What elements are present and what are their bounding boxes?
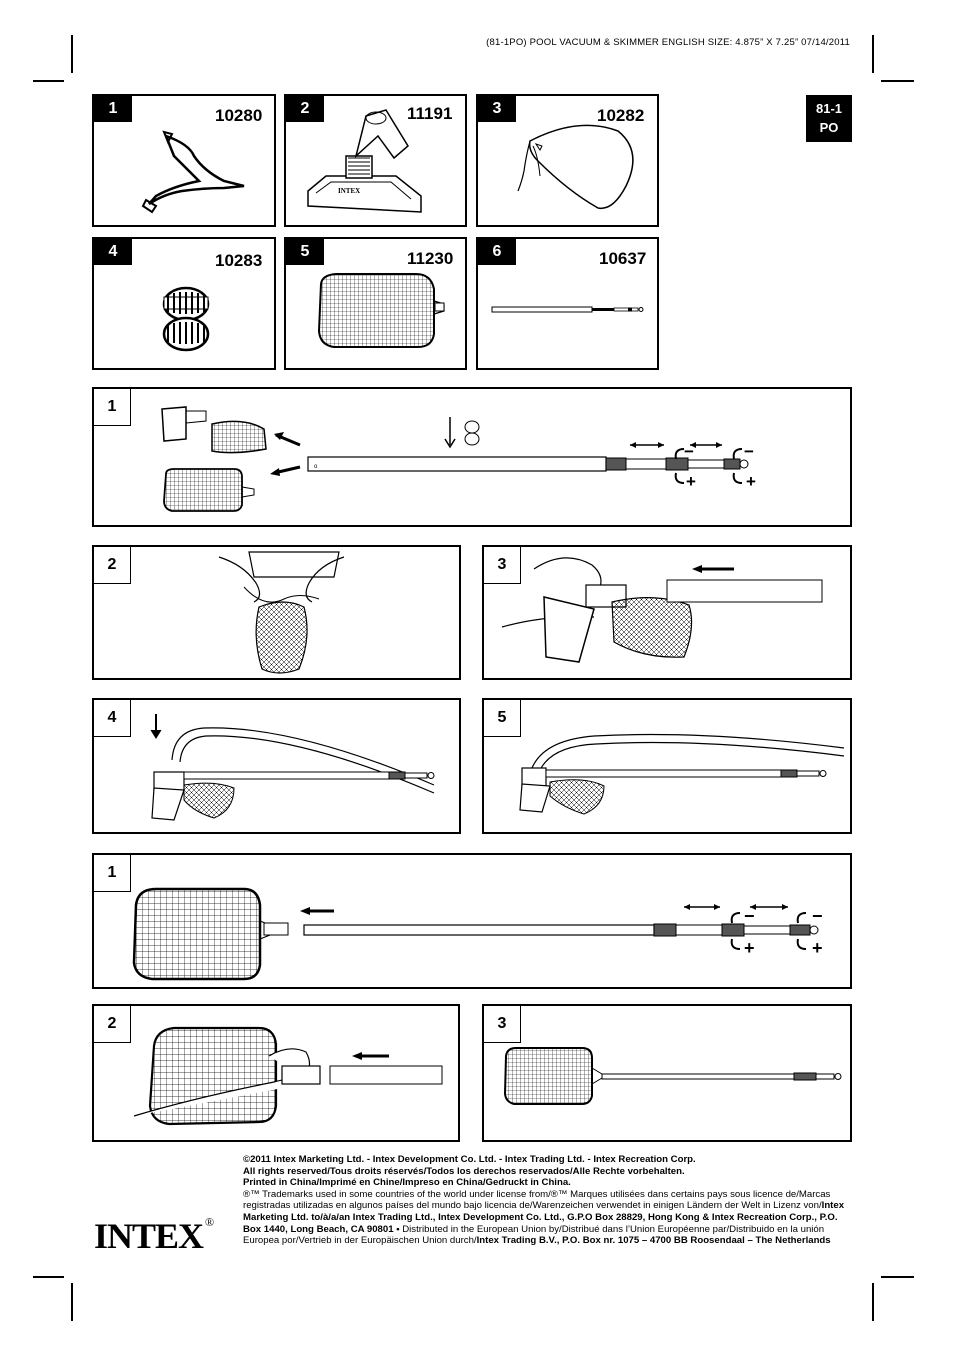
- step-number: 2: [94, 547, 131, 584]
- crop-mark: [881, 80, 914, 82]
- part-number: 2: [286, 96, 324, 122]
- crop-mark: [33, 1276, 64, 1278]
- print-header: (81-1PO) POOL VACUUM & SKIMMER ENGLISH S…: [486, 37, 850, 48]
- part-box: 1 10280: [92, 94, 276, 227]
- pole-insert-diagram: [501, 557, 823, 663]
- vacuum-head-drawing: INTEX: [307, 109, 422, 213]
- part-code: 10637: [599, 249, 647, 268]
- crop-mark: [71, 1283, 73, 1321]
- step-number: 5: [484, 700, 521, 737]
- skimmer-assembly-diagram: − + − +: [132, 887, 823, 981]
- hose-adapter-drawing: [141, 130, 245, 214]
- step-number: 1: [94, 389, 131, 426]
- skimmer-step-panel: 1 − + − +: [92, 853, 852, 989]
- intex-logo: INTEX®: [94, 1215, 214, 1256]
- vacuum-step-panel: 3: [482, 545, 852, 680]
- page-code-line: PO: [819, 120, 839, 135]
- skimmer-net-drawing: [317, 273, 445, 348]
- part-code: 11230: [407, 249, 454, 268]
- step-number: 2: [94, 1006, 131, 1043]
- part-code: 10282: [597, 106, 645, 125]
- svg-text:INTEX: INTEX: [338, 187, 360, 195]
- part-number: 3: [478, 96, 516, 122]
- plus-symbol: +: [744, 938, 755, 958]
- assembled-skimmer-diagram: [503, 1047, 842, 1105]
- vacuum-step-panel: 4: [92, 698, 461, 834]
- svg-text:o: o: [314, 464, 318, 470]
- copyright-line: ©2011 Intex Marketing Ltd. - Intex Devel…: [243, 1154, 696, 1165]
- part-number: 4: [94, 239, 132, 265]
- crop-mark: [33, 80, 64, 82]
- bag-attach-diagram: [218, 551, 345, 674]
- part-code: 11191: [407, 104, 453, 123]
- part-code: 10280: [215, 106, 263, 125]
- minus-symbol: −: [812, 906, 823, 926]
- plus-symbol: +: [746, 472, 756, 491]
- legal-footer: ©2011 Intex Marketing Ltd. - Intex Devel…: [243, 1154, 853, 1247]
- page-code-badge: 81-1 PO: [806, 95, 852, 142]
- vacuum-step-panel: 5: [482, 698, 852, 834]
- vacuum-step-panel: 2: [92, 545, 461, 680]
- step-number: 3: [484, 547, 521, 584]
- part-box: 6 10637: [476, 237, 659, 370]
- rights-line: All rights reserved/Tous droits réservés…: [243, 1165, 685, 1177]
- vacuum-assembly-diagram: o − + − +: [161, 406, 756, 512]
- printed-line: Printed in China/Imprimé en Chine/Impres…: [243, 1177, 571, 1189]
- plus-symbol: +: [812, 938, 823, 958]
- crop-mark: [872, 35, 874, 73]
- step-number: 4: [94, 700, 131, 737]
- part-code: 10283: [215, 251, 263, 270]
- skimmer-step-panel: 2: [92, 1004, 460, 1142]
- part-box: 3 10282: [476, 94, 659, 227]
- minus-symbol: −: [744, 442, 754, 461]
- skimmer-pole-insert-diagram: [133, 1026, 443, 1126]
- crop-mark: [881, 1276, 914, 1278]
- clip-rings-drawing: [162, 286, 210, 352]
- part-number: 1: [94, 96, 132, 122]
- telescopic-pole-drawing: [491, 306, 644, 313]
- crop-mark: [872, 1283, 874, 1321]
- hose-connect-diagram: [150, 714, 435, 821]
- minus-symbol: −: [684, 442, 694, 461]
- minus-symbol: −: [744, 906, 755, 926]
- part-box: 2 11191 INTEX: [284, 94, 467, 227]
- crop-mark: [71, 35, 73, 73]
- debris-bag-drawing: [517, 124, 634, 210]
- plus-symbol: +: [686, 472, 696, 491]
- part-number: 5: [286, 239, 324, 265]
- assembled-vacuum-diagram: [519, 733, 845, 815]
- part-number: 6: [478, 239, 516, 265]
- step-number: 1: [94, 855, 131, 892]
- vacuum-step-panel: 1 o: [92, 387, 852, 527]
- step-number: 3: [484, 1006, 521, 1043]
- part-box: 5 11230: [284, 237, 467, 370]
- trademark-paragraph: ®™ Trademarks used in some countries of …: [243, 1188, 845, 1247]
- part-box: 4 10283: [92, 237, 276, 370]
- page-code-line: 81-1: [815, 101, 843, 116]
- skimmer-step-panel: 3: [482, 1004, 852, 1142]
